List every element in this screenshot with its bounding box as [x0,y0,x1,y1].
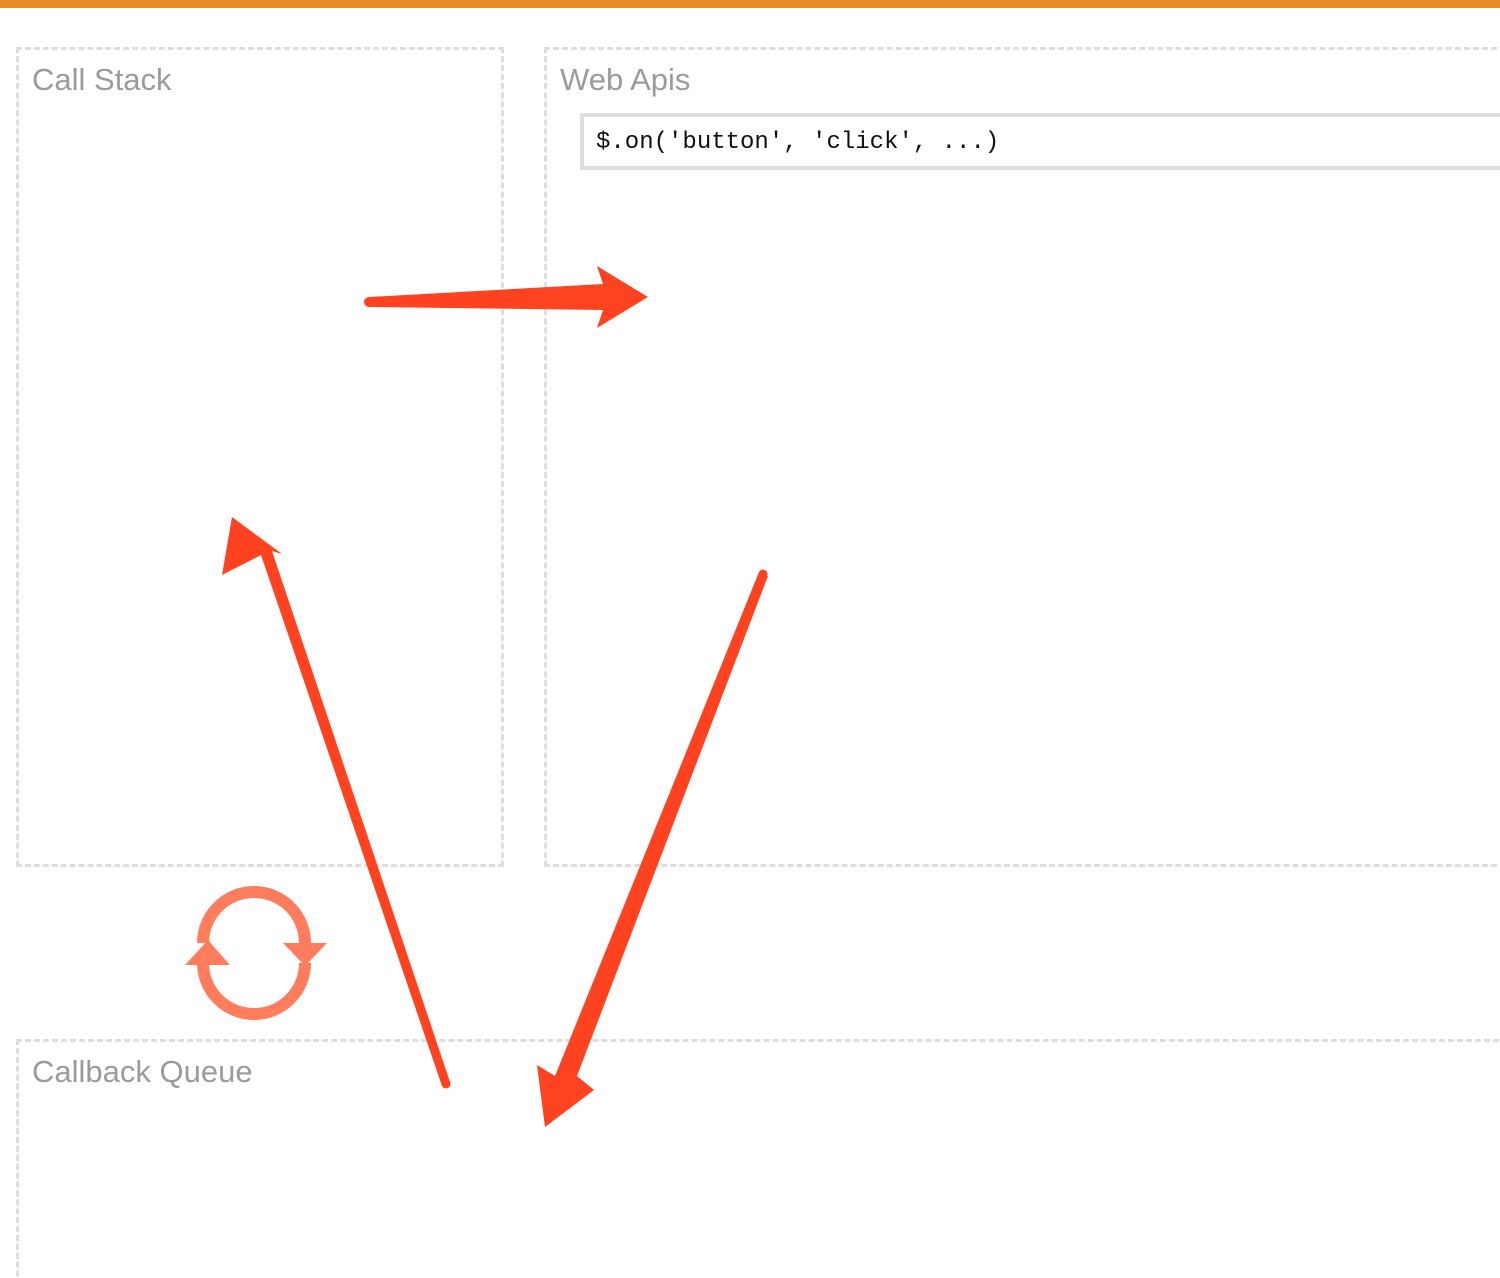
web-apis-panel: Web Apis $.on('button', 'click', ...) [544,47,1500,867]
call-stack-panel: Call Stack [16,47,504,867]
callback-queue-title: Callback Queue [32,1054,253,1089]
call-stack-title: Call Stack [32,62,172,97]
web-api-item-code: $.on('button', 'click', ...) [596,129,1000,156]
refresh-cycle-icon [185,886,327,1020]
web-api-item: $.on('button', 'click', ...) [580,113,1500,170]
top-accent-bar [0,0,1500,8]
callback-queue-panel: Callback Queue [16,1039,1500,1278]
web-apis-title: Web Apis [560,62,691,97]
